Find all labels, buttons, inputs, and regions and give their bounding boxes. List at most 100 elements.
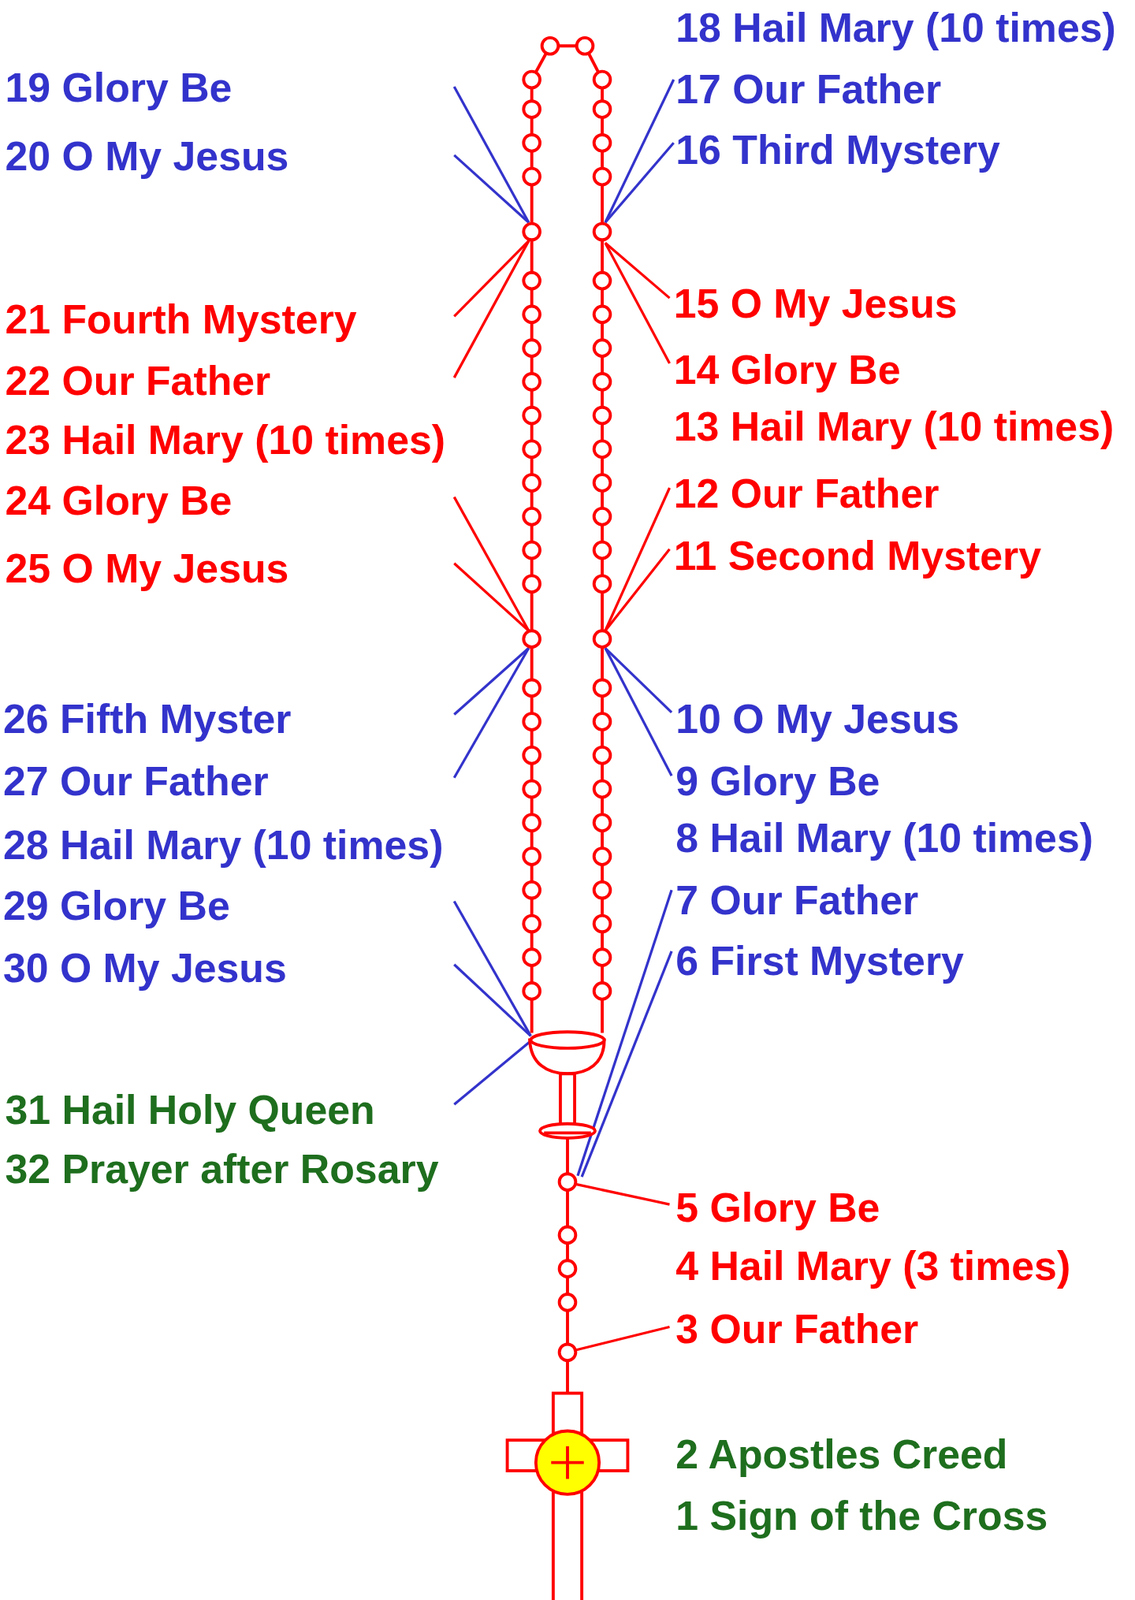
bead [594,339,611,357]
leader-line [454,241,529,317]
bead [594,575,611,592]
leader-line [605,79,674,223]
prayer-label: 12 Our Father [673,468,940,518]
bead [523,781,540,798]
bead [523,814,540,831]
leader-line [605,647,672,776]
cross-upright [553,1393,582,1600]
bead [594,305,611,323]
prayer-label: 4 Hail Mary (3 times) [675,1241,1071,1291]
leader-line [454,647,529,778]
bead [594,948,611,966]
prayer-label: 1 Sign of the Cross [675,1491,1048,1541]
prayer-label: 8 Hail Mary (10 times) [675,813,1094,863]
bead [523,272,540,290]
bead [523,339,540,357]
bead [523,100,540,118]
bead [594,781,611,798]
bead [594,747,611,764]
leader-line [454,964,531,1037]
prayer-label: 5 Glory Be [675,1183,880,1232]
leader-line [454,647,529,715]
chalice-rim [530,1031,604,1049]
bead [523,440,540,458]
leader-line [454,900,531,1036]
bead [523,71,540,89]
prayer-label: 29 Glory Be [3,881,231,931]
leader-line [574,1183,670,1205]
chalice-base [539,1123,596,1139]
bead [594,474,611,492]
bead [542,37,559,55]
bead [559,1227,577,1244]
bead [594,373,611,391]
prayer-label: 10 O My Jesus [675,694,960,744]
bead [594,915,611,933]
leader-line [605,142,674,223]
bead [523,679,540,696]
leader-line [454,155,529,223]
prayer-label: 23 Hail Mary (10 times) [4,415,446,465]
bead [594,272,611,290]
prayer-label: 24 Glory Be [4,475,232,525]
prayer-label: 2 Apostles Creed [675,1429,1008,1479]
prayer-label: 15 O My Jesus [673,279,958,328]
prayer-label: 18 Hail Mary (10 times) [675,3,1117,53]
prayer-label: 28 Hail Mary (10 times) [3,820,444,870]
bead [523,630,540,648]
prayer-label: 7 Our Father [675,875,919,925]
bead [594,881,611,899]
bead [594,713,611,730]
medal-cross [550,1461,584,1465]
leader-line [574,1326,670,1351]
leader-line [605,549,670,632]
bead [594,542,611,559]
prayer-label: 9 Glory Be [675,756,880,806]
bead [523,305,540,323]
prayer-label: 21 Fourth Mystery [4,294,357,344]
bead [594,440,611,458]
bead [523,474,540,492]
prayer-label: 3 Our Father [675,1304,919,1354]
prayer-label: 13 Hail Mary (10 times) [673,401,1115,451]
bead [523,948,540,966]
prayer-label: 22 Our Father [4,356,271,406]
prayer-label: 19 Glory Be [4,63,232,112]
bead [523,915,540,933]
bead [594,848,611,865]
leader-lines [454,79,674,1351]
bead [576,37,594,55]
leader-line [454,1041,531,1105]
bead [523,542,540,559]
bead [523,134,540,152]
rosary-chain [507,45,629,1600]
leader-line [454,86,529,223]
leader-line [605,242,670,364]
bead [523,508,540,525]
bead [523,713,540,730]
leader-line [454,563,529,631]
prayer-label: 16 Third Mystery [675,125,1001,175]
leader-line [605,487,670,631]
bead [559,1343,577,1361]
prayer-label: 32 Prayer after Rosary [4,1144,439,1194]
cross-medal [535,1431,600,1495]
bead [594,630,611,648]
chalice-base-line [543,1131,592,1135]
bead [559,1294,577,1311]
bead [594,100,611,118]
bead [523,982,540,1000]
bead [594,168,611,186]
prayer-label: 6 First Mystery [675,935,964,985]
bead [594,508,611,525]
prayer-label: 17 Our Father [675,64,942,114]
bead [523,575,540,592]
prayer-label: 26 Fifth Myster [3,694,292,744]
chain-loop [532,45,603,1033]
prayer-label: 27 Our Father [3,756,269,806]
prayer-label: 11 Second Mystery [673,530,1042,580]
prayer-label: 14 Glory Be [673,345,901,395]
bead [594,134,611,152]
prayer-label: 30 O My Jesus [3,943,287,993]
